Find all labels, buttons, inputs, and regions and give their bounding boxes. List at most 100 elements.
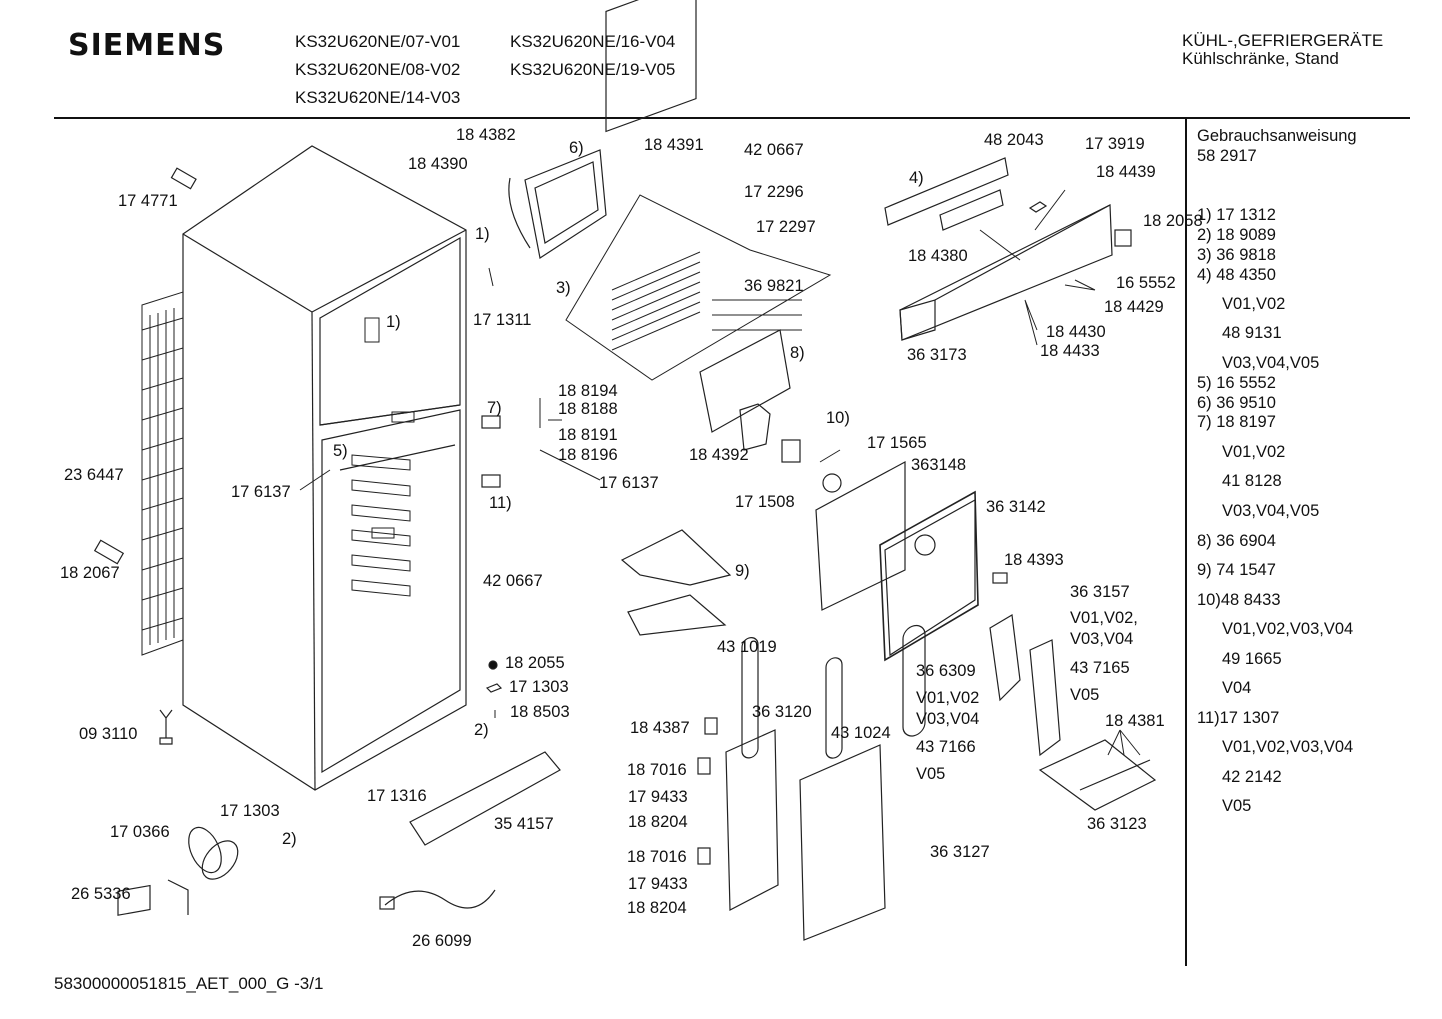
sidebar-line: 9) 74 1547 [1197,561,1276,579]
part-label: V03,V04 [1070,630,1134,648]
part-label: 26 5336 [71,885,131,903]
page-number: -3/1 [294,974,324,993]
part-label: 17 1565 [867,434,927,452]
part-label: 42 0667 [744,141,804,159]
part-label: 18 7016 [627,761,687,779]
part-label: 17 4771 [118,192,178,210]
fridge-cabinet-drawing [141,145,467,791]
part-label: 17 1303 [509,678,569,696]
part-label: 8) [790,344,805,362]
part-label: 18 4393 [1004,551,1064,569]
pipe-part [93,539,125,565]
sidebar-line: V01,V02,V03,V04 [1222,738,1354,756]
part-label: 18 8188 [558,400,618,418]
part-label: 18 8194 [558,382,618,400]
sidebar-line: V01,V02 [1222,443,1286,461]
part-label: 17 1316 [367,787,427,805]
sidebar-line: 4) 48 4350 [1197,266,1276,284]
part-label: 18 4433 [1040,342,1100,360]
part-label: 43 7165 [1070,659,1130,677]
part-label: 36 3127 [930,843,990,861]
model-number: KS32U620NE/19-V05 [510,60,676,79]
sidebar-line: 6) 36 9510 [1197,394,1276,412]
part-label: 18 2055 [505,654,565,672]
sidebar-line: 10)48 8433 [1197,591,1281,609]
part-label: 36 6309 [916,662,976,680]
sidebar-line: 7) 18 8197 [1197,413,1276,431]
sidebar-line: 41 8128 [1222,472,1282,490]
part-label: 11) [489,494,512,512]
part-label: 16 5552 [1116,274,1176,292]
part-label: 17 3919 [1085,135,1145,153]
part-label: 18 4390 [408,155,468,173]
part-label: 4) [909,169,924,187]
part-label: 17 6137 [599,474,659,492]
sidebar-line: 48 9131 [1222,324,1282,342]
model-number: KS32U620NE/07-V01 [295,32,461,51]
part-label: 36 3120 [752,703,812,721]
part-label: 17 9433 [628,875,688,893]
part-label: 5) [333,442,348,460]
part-label: 2) [474,721,489,739]
sidebar-line: V01,V02 [1222,295,1286,313]
model-number: KS32U620NE/08-V02 [295,60,461,79]
part-label: 09 3110 [79,725,138,743]
manual-label: Gebrauchsanweisung [1197,127,1357,145]
part-label: 18 8196 [558,446,618,464]
subcategory-title: Kühlschränke, Stand [1182,49,1339,68]
part-label: 10) [826,409,850,427]
part-label: 36 9821 [744,277,804,295]
part-label: 43 1019 [717,638,777,656]
part-label: 17 2297 [756,218,816,236]
part-label: 17 6137 [231,483,291,501]
sidebar-line: V01,V02,V03,V04 [1222,620,1354,638]
part-label: 18 8204 [627,899,687,917]
part-label: V05 [1070,686,1100,704]
part-label: 36 3173 [907,346,967,364]
part-label: V03,V04 [916,710,980,728]
sidebar-line: 3) 36 9818 [1197,246,1276,264]
part-label: 26 6099 [412,932,472,950]
part-label: 23 6447 [64,466,124,484]
part-label: 42 0667 [483,572,543,590]
part-label: 48 2043 [984,131,1044,149]
part-label: 36 3157 [1070,583,1130,601]
part-label: 18 8503 [510,703,570,721]
part-label: 7) [487,399,502,417]
model-number: KS32U620NE/16-V04 [510,32,676,51]
manual-number: 58 2917 [1197,147,1257,165]
part-label: 36 3142 [986,498,1046,516]
part-label: 18 4380 [908,247,968,265]
sidebar-line: V03,V04,V05 [1222,502,1320,520]
part-label: 18 4439 [1096,163,1156,181]
part-label: 18 4429 [1104,298,1164,316]
category-title: KÜHL-,GEFRIERGERÄTE [1182,31,1384,50]
document-number: 58300000051815_AET_000_G [54,974,290,993]
part-label: 18 4430 [1046,323,1106,341]
part-label: 35 4157 [494,815,554,833]
part-label: 6) [569,139,584,157]
part-label: 18 7016 [627,848,687,866]
part-label: 17 1303 [220,802,280,820]
part-label: 18 8204 [628,813,688,831]
part-label: 9) [735,562,750,580]
part-label: 17 2296 [744,183,804,201]
part-label: 18 2058 [1143,212,1203,230]
part-label: 43 1024 [831,724,891,742]
part-label: 18 4382 [456,126,516,144]
part-label: 3) [556,279,571,297]
sidebar-line: V05 [1222,797,1252,815]
part-label: 18 8191 [558,426,618,444]
part-label: 43 7166 [916,738,976,756]
part-label: V05 [916,765,946,783]
sidebar-divider [1185,119,1187,966]
part-label: 17 1508 [735,493,795,511]
sidebar-line: 42 2142 [1222,768,1282,786]
part-label: 1) [475,225,490,243]
sidebar-line: V04 [1222,679,1252,697]
part-label: V01,V02 [916,689,980,707]
model-number: KS32U620NE/14-V03 [295,88,461,107]
sidebar-line: 8) 36 6904 [1197,532,1276,550]
part-label: 2) [282,830,297,848]
